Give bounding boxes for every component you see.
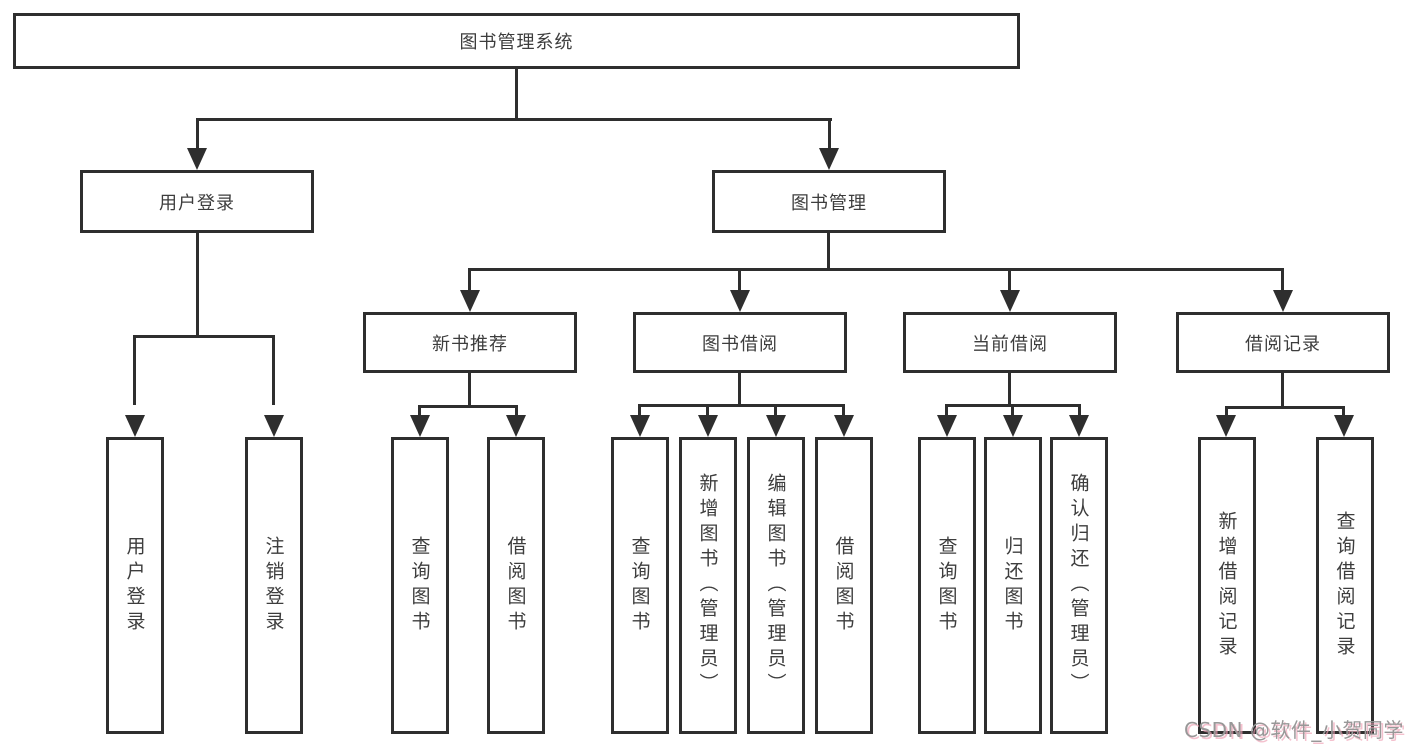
- connector-line: [468, 268, 471, 294]
- arrow-down-icon: [187, 148, 207, 170]
- leaf-user-login: 用户登录: [106, 437, 164, 734]
- connector-line: [515, 68, 518, 120]
- arrow-down-icon: [1216, 415, 1236, 437]
- arrow-down-icon: [1069, 415, 1089, 437]
- connector-line: [468, 268, 1284, 271]
- leaf-logout: 注销登录: [245, 437, 303, 734]
- leaf-add-borrow-record: 新增借阅记录: [1198, 437, 1256, 734]
- connector-line: [774, 404, 777, 418]
- connector-line: [196, 231, 199, 337]
- connector-line: [468, 371, 471, 408]
- leaf-confirm-return-admin: 确认归还（管理员）: [1050, 437, 1108, 734]
- connector-line: [827, 231, 830, 271]
- leaf-return-books: 归还图书: [984, 437, 1042, 734]
- leaf-query-borrow-record: 查询借阅记录: [1316, 437, 1374, 734]
- connector-line: [1342, 406, 1345, 418]
- leaf-query-books-current: 查询图书: [918, 437, 976, 734]
- connector-line: [945, 404, 948, 418]
- node-new-book-recommendation: 新书推荐: [363, 312, 577, 373]
- arrow-down-icon: [730, 290, 750, 312]
- connector-line: [638, 404, 845, 407]
- leaf-borrow-books-recommend: 借阅图书: [487, 437, 545, 734]
- node-borrowing-records: 借阅记录: [1176, 312, 1390, 373]
- arrow-down-icon: [834, 415, 854, 437]
- arrow-down-icon: [819, 148, 839, 170]
- connector-line: [1281, 371, 1284, 409]
- connector-line: [1281, 268, 1284, 294]
- connector-line: [133, 335, 275, 338]
- arrow-down-icon: [264, 415, 284, 437]
- connector-line: [1011, 404, 1014, 418]
- arrow-down-icon: [1334, 415, 1354, 437]
- connector-line: [196, 118, 199, 154]
- node-book-management: 图书管理: [712, 170, 946, 233]
- connector-line: [272, 335, 275, 405]
- connector-line: [1008, 268, 1011, 294]
- leaf-add-books-admin: 新增图书（管理员）: [679, 437, 737, 734]
- arrow-down-icon: [1003, 415, 1023, 437]
- arrow-down-icon: [460, 290, 480, 312]
- connector-line: [1225, 406, 1228, 418]
- node-current-borrowing: 当前借阅: [903, 312, 1117, 373]
- connector-line: [738, 268, 741, 294]
- connector-line: [738, 371, 741, 407]
- arrow-down-icon: [506, 415, 526, 437]
- connector-line: [1008, 371, 1011, 407]
- connector-line: [196, 118, 832, 121]
- connector-line: [133, 335, 136, 405]
- connector-line: [1078, 404, 1081, 418]
- connector-line: [515, 405, 518, 419]
- node-user-login: 用户登录: [80, 170, 314, 233]
- connector-line: [638, 404, 641, 418]
- arrow-down-icon: [766, 415, 786, 437]
- node-library-management-system: 图书管理系统: [13, 13, 1020, 69]
- connector-line: [706, 404, 709, 418]
- node-book-borrowing: 图书借阅: [633, 312, 847, 373]
- arrow-down-icon: [125, 415, 145, 437]
- leaf-edit-books-admin: 编辑图书（管理员）: [747, 437, 805, 734]
- arrow-down-icon: [1000, 290, 1020, 312]
- arrow-down-icon: [410, 415, 430, 437]
- arrow-down-icon: [630, 415, 650, 437]
- connector-line: [1225, 406, 1345, 409]
- leaf-borrow-books: 借阅图书: [815, 437, 873, 734]
- connector-line: [418, 405, 518, 408]
- arrow-down-icon: [1273, 290, 1293, 312]
- connector-line: [828, 118, 831, 154]
- arrow-down-icon: [698, 415, 718, 437]
- connector-line: [842, 404, 845, 418]
- leaf-query-books-borrowing: 查询图书: [611, 437, 669, 734]
- connector-line: [418, 405, 421, 419]
- csdn-watermark: CSDN @软件_小贺同学: [1184, 718, 1404, 742]
- arrow-down-icon: [937, 415, 957, 437]
- leaf-query-books-recommend: 查询图书: [391, 437, 449, 734]
